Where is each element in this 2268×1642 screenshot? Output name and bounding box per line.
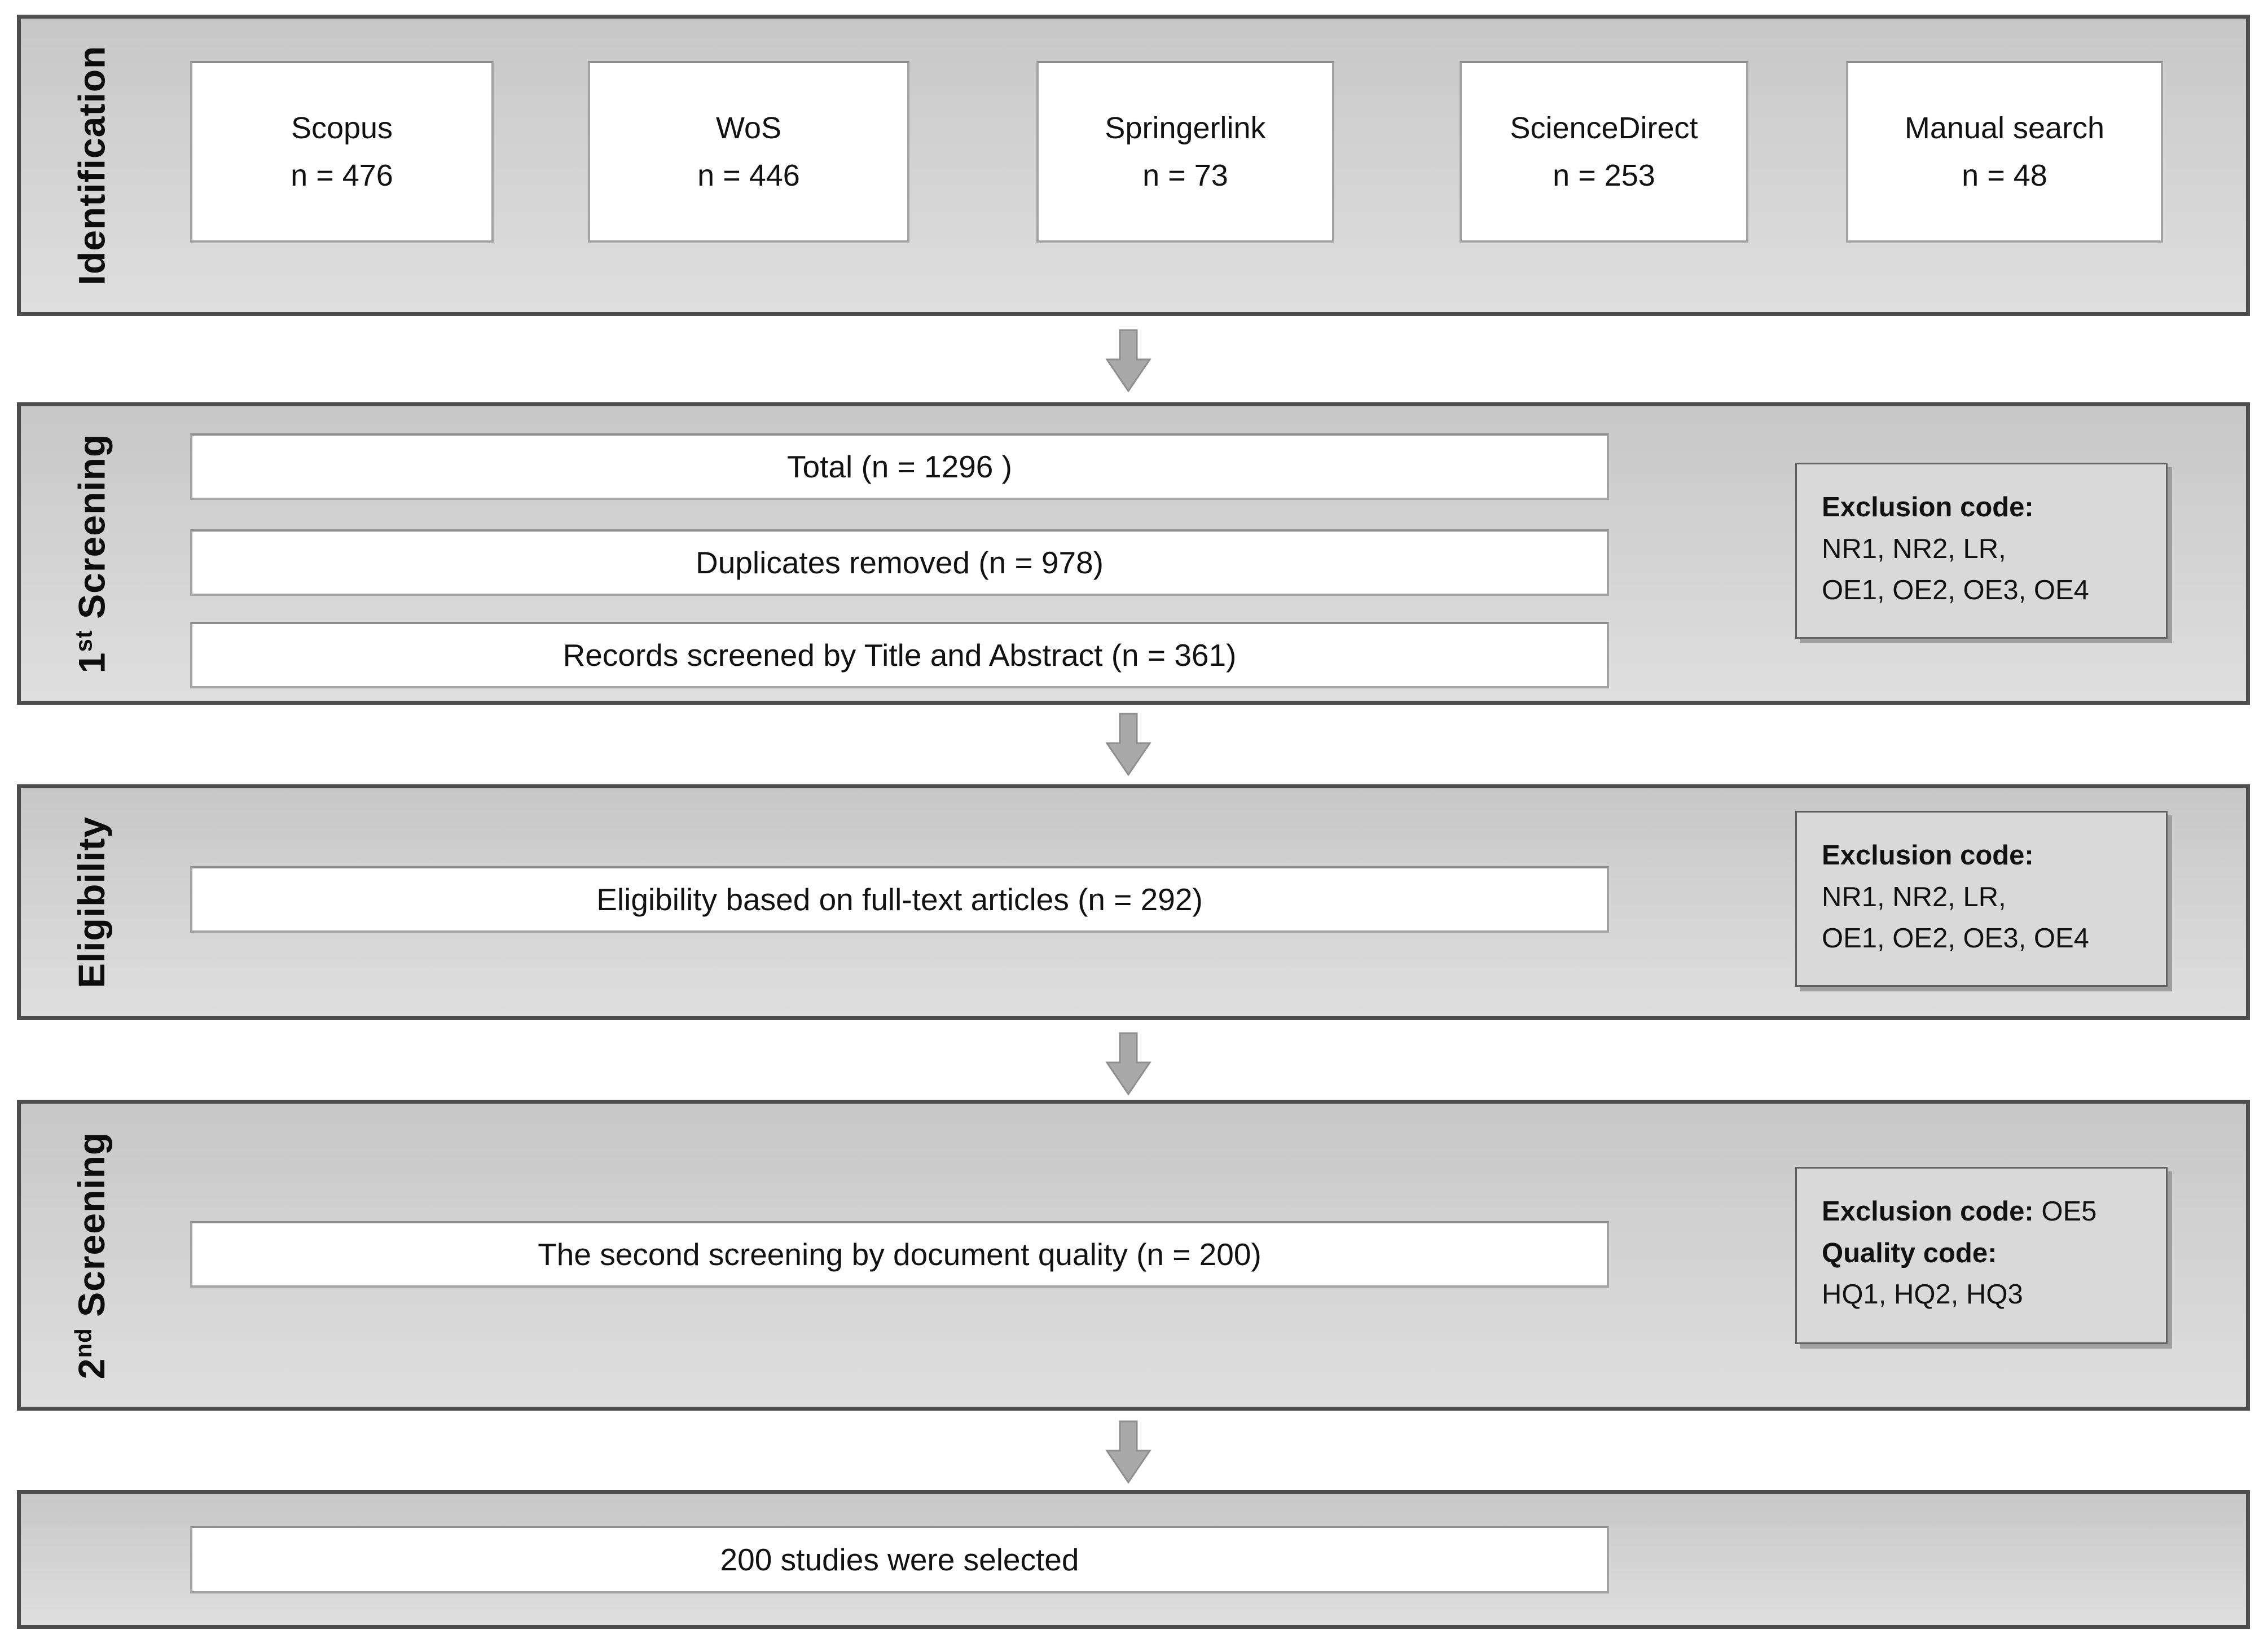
row-text: Total (n = 1296 )	[787, 449, 1012, 484]
quality-code-line: Quality code:	[1822, 1233, 2141, 1275]
row-text: 200 studies were selected	[720, 1542, 1079, 1577]
second-screening-stage-label: 2nd Screening	[21, 1104, 162, 1407]
source-count: n = 253	[1553, 159, 1655, 192]
first-screening-stage-label: 1st Screening	[21, 406, 162, 701]
source-count: n = 48	[1962, 159, 2047, 192]
final-band: 200 studies were selected	[17, 1490, 2250, 1629]
source-box-manual-search: Manual search n = 48	[1846, 61, 2163, 243]
source-name: Manual search	[1904, 111, 2105, 145]
eligibility-stage-label: Eligibility	[21, 788, 162, 1016]
exclusion-code-value: OE5	[2041, 1196, 2097, 1227]
quality-code-value: HQ1, HQ2, HQ3	[1822, 1279, 2023, 1310]
exclusion-code-line: Exclusion code: OE5	[1822, 1191, 2141, 1233]
source-box-scopus: Scopus n = 476	[190, 61, 494, 243]
source-name: WoS	[715, 111, 782, 145]
exclusion-code-line: NR1, NR2, LR,	[1822, 533, 2006, 564]
eligibility-stage-label-text: Eligibility	[71, 816, 113, 989]
row-text: The second screening by document quality…	[538, 1237, 1262, 1272]
row-text: Records screened by Title and Abstract (…	[562, 638, 1237, 673]
quality-code-title: Quality code:	[1822, 1237, 1997, 1268]
row-total: Total (n = 1296 )	[190, 433, 1609, 500]
second-screening-band: 2nd Screening The second screening by do…	[17, 1100, 2250, 1411]
stage-word: Screening	[71, 433, 112, 619]
identification-stage-label-text: Identification	[71, 45, 113, 286]
row-studies-selected: 200 studies were selected	[190, 1526, 1609, 1593]
first-screening-stage-label-text: 1st Screening	[70, 434, 113, 674]
source-name: Scopus	[291, 111, 393, 145]
source-count: n = 476	[291, 159, 393, 192]
source-count: n = 73	[1142, 159, 1228, 192]
row-second-screening: The second screening by document quality…	[190, 1221, 1609, 1288]
row-text: Duplicates removed (n = 978)	[695, 545, 1104, 580]
identification-band: Identification Scopus n = 476 WoS n = 44…	[17, 15, 2250, 316]
row-eligibility-fulltext: Eligibility based on full-text articles …	[190, 866, 1609, 933]
row-duplicates-removed: Duplicates removed (n = 978)	[190, 529, 1609, 596]
arrow-down-icon	[1105, 1032, 1151, 1096]
stage-number: 2	[71, 1358, 113, 1379]
second-screening-stage-label-text: 2nd Screening	[70, 1131, 113, 1378]
source-box-wos: WoS n = 446	[588, 61, 909, 243]
row-text: Eligibility based on full-text articles …	[596, 882, 1203, 917]
exclusion-code-title: Exclusion code:	[1822, 492, 2034, 523]
exclusion-code-title: Exclusion code:	[1822, 840, 2034, 871]
stage-ordinal-suffix: st	[70, 630, 96, 652]
source-box-springerlink: Springerlink n = 73	[1036, 61, 1334, 243]
stage-ordinal-suffix: nd	[70, 1327, 97, 1358]
source-name: ScienceDirect	[1510, 111, 1698, 145]
exclusion-code-line: OE1, OE2, OE3, OE4	[1822, 575, 2089, 605]
stage-word: Screening	[71, 1131, 113, 1317]
stage-number: 1	[71, 652, 112, 674]
arrow-down-icon	[1105, 1420, 1151, 1484]
exclusion-code-line: NR1, NR2, LR,	[1822, 881, 2006, 912]
arrow-down-icon	[1105, 713, 1151, 776]
source-name: Springerlink	[1105, 111, 1266, 145]
eligibility-band: Eligibility Eligibility based on full-te…	[17, 784, 2250, 1020]
exclusion-code-line: OE1, OE2, OE3, OE4	[1822, 923, 2089, 954]
exclusion-code-title: Exclusion code:	[1822, 1196, 2034, 1227]
source-count: n = 446	[697, 159, 800, 192]
second-screening-codes-box: Exclusion code: OE5 Quality code: HQ1, H…	[1795, 1167, 2168, 1344]
first-screening-band: 1st Screening Total (n = 1296 ) Duplicat…	[17, 402, 2250, 705]
arrow-down-icon	[1105, 329, 1151, 393]
identification-stage-label: Identification	[21, 19, 162, 312]
source-box-sciencedirect: ScienceDirect n = 253	[1460, 61, 1748, 243]
first-screening-exclusion-box: Exclusion code: NR1, NR2, LR, OE1, OE2, …	[1795, 463, 2168, 639]
row-records-screened: Records screened by Title and Abstract (…	[190, 622, 1609, 688]
eligibility-exclusion-box: Exclusion code: NR1, NR2, LR, OE1, OE2, …	[1795, 811, 2168, 987]
